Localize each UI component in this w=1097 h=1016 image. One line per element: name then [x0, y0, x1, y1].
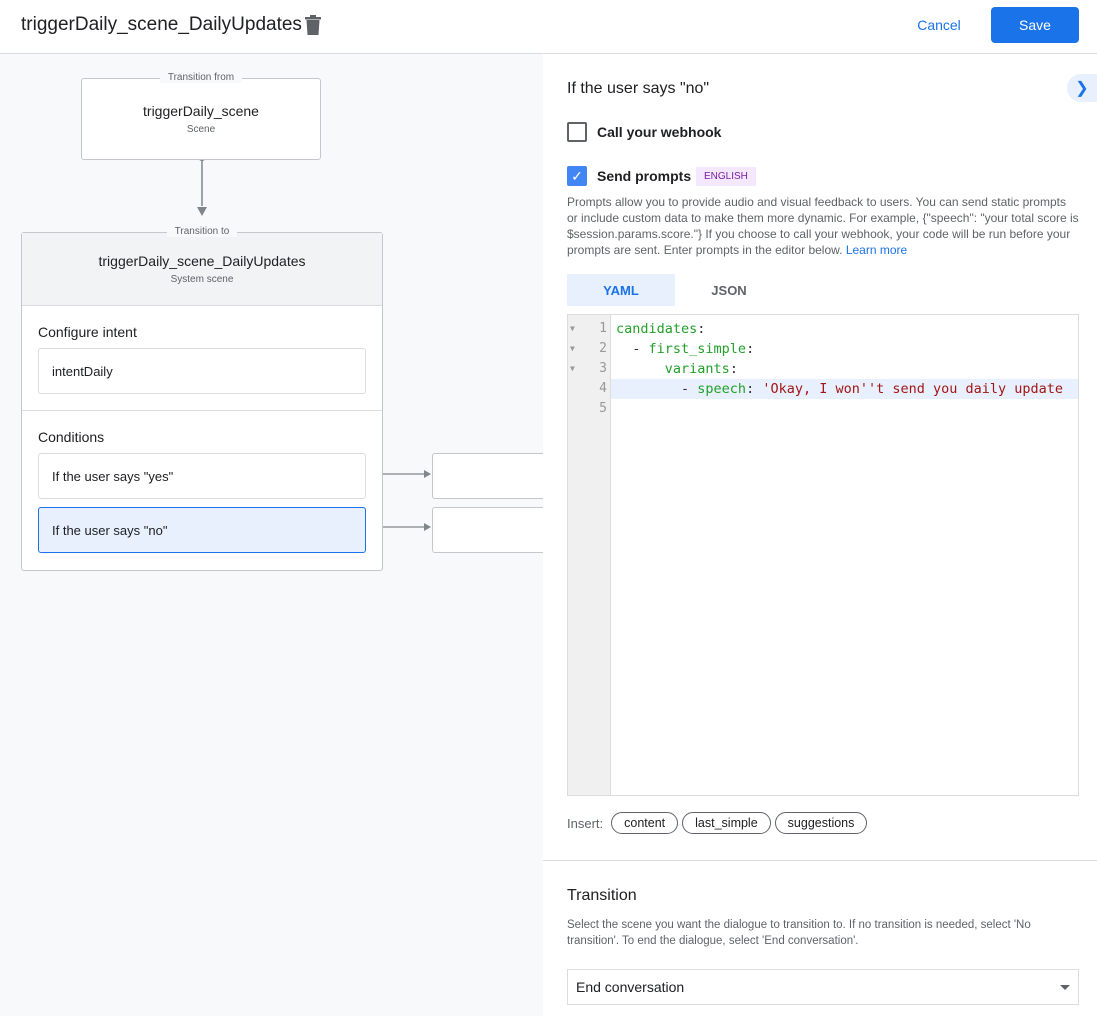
line-number: 5 [599, 401, 607, 416]
webhook-label: Call your webhook [597, 124, 722, 140]
transition-select[interactable]: End conversation [567, 969, 1079, 1005]
fold-icon[interactable]: ▼ [570, 324, 575, 333]
fold-icon[interactable]: ▼ [570, 364, 575, 373]
learn-more-link[interactable]: Learn more [845, 243, 908, 257]
fold-icon[interactable]: ▼ [570, 344, 575, 353]
condition-no[interactable]: If the user says "no" [38, 507, 366, 553]
line-gutter: ▼ 1 ▼ 2 ▼ 3 4 5 [568, 315, 611, 795]
yaml-value: 'Okay, I won''t send you daily update [762, 381, 1064, 397]
intent-item[interactable]: intentDaily [38, 348, 366, 394]
send-prompts-label: Send prompts [597, 168, 692, 184]
trash-icon[interactable] [305, 15, 321, 35]
description-text: Prompts allow you to provide audio and v… [567, 195, 1079, 257]
yaml-key: speech [697, 381, 747, 397]
code-line: candidates: [616, 321, 706, 337]
insert-label: Insert: [567, 815, 604, 831]
tab-json[interactable]: JSON [711, 282, 747, 298]
webhook-checkbox[interactable] [567, 122, 587, 142]
insert-chip-content[interactable]: content [611, 812, 679, 834]
dropdown-arrow-icon [1060, 985, 1070, 990]
yaml-key: candidates [616, 321, 698, 337]
scene-canvas[interactable]: Transition from triggerDaily_scene Scene… [0, 54, 543, 1016]
code-line: - speech: 'Okay, I won''t send you daily… [616, 381, 1064, 397]
panel-heading: If the user says "no" [567, 80, 710, 97]
yaml-key: first_simple [648, 341, 747, 357]
code-editor[interactable]: ▼ 1 ▼ 2 ▼ 3 4 5 candidates: - first_simple:… [567, 314, 1079, 796]
condition-no-target[interactable] [432, 507, 543, 553]
line-number: 2 [599, 341, 607, 356]
transition-value: End conversation [576, 979, 685, 995]
insert-chip-suggestions[interactable]: suggestions [774, 812, 868, 834]
configure-intent-label: Configure intent [38, 324, 137, 340]
header: triggerDaily_scene_DailyUpdates Cancel S… [0, 0, 1097, 54]
transition-description: Select the scene you want the dialogue t… [567, 919, 1031, 947]
language-badge: ENGLISH [696, 167, 756, 186]
condition-yes-target[interactable] [432, 453, 543, 499]
to-scene-name: triggerDaily_scene_DailyUpdates [98, 253, 306, 269]
line-number: 4 [599, 381, 607, 396]
line-number: 3 [599, 361, 607, 376]
insert-row: Insert: content last_simple suggestions [567, 812, 868, 834]
yaml-key: variants [664, 361, 730, 377]
line-number: 1 [599, 321, 607, 336]
cancel-button[interactable]: Cancel [917, 17, 961, 33]
divider [543, 860, 1097, 861]
insert-chip-last-simple[interactable]: last_simple [682, 812, 771, 834]
save-button[interactable]: Save [991, 7, 1079, 43]
check-icon: ✓ [571, 167, 583, 184]
to-scene-type: System scene [170, 274, 234, 285]
transition-heading: Transition [567, 887, 637, 904]
from-scene-name: triggerDaily_scene [143, 103, 259, 119]
chevron-right-icon[interactable]: ❯ [1067, 74, 1097, 102]
code-line: - first_simple: [616, 341, 755, 357]
from-scene-type: Scene [186, 124, 216, 135]
conditions-label: Conditions [38, 429, 105, 445]
transition-from-legend: Transition from [159, 72, 243, 83]
code-line: variants: [664, 361, 738, 377]
tab-yaml[interactable]: YAML [567, 274, 675, 306]
page-title: triggerDaily_scene_DailyUpdates [21, 14, 302, 35]
condition-panel: ❯ If the user says "no" Call your webhoo… [543, 54, 1097, 1016]
prompts-description: Prompts allow you to provide audio and v… [567, 194, 1079, 258]
transition-to-legend: Transition to [166, 226, 238, 237]
transition-from-node[interactable]: Transition from triggerDaily_scene Scene [81, 72, 321, 160]
send-prompts-checkbox[interactable]: ✓ [567, 166, 587, 186]
transition-to-node: Transition to triggerDaily_scene_DailyUp… [21, 226, 383, 571]
condition-yes[interactable]: If the user says "yes" [38, 453, 366, 499]
